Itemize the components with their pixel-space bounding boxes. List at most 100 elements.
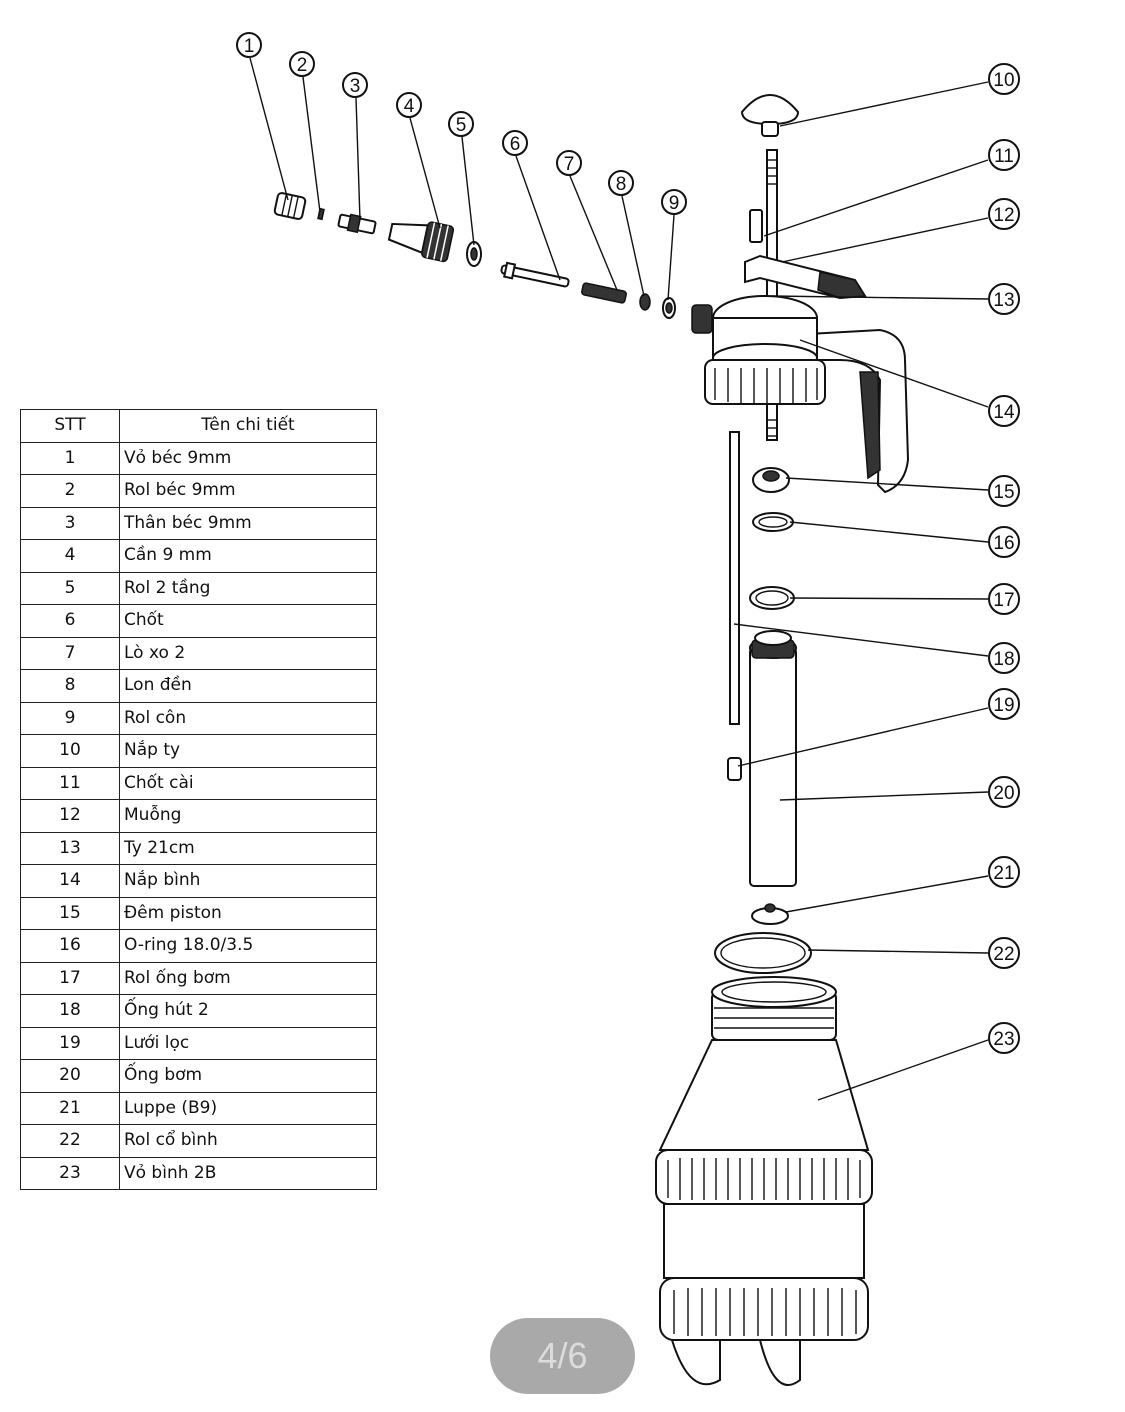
part-20-shape (749, 630, 797, 887)
part-1-shape (273, 192, 307, 220)
part-23-shape (655, 976, 873, 1386)
nozzle-parts (273, 192, 676, 319)
row-part-name: Vỏ béc 9mm (119, 441, 377, 475)
row-part-name: Rol béc 9mm (119, 474, 377, 508)
svg-text:6: 6 (510, 134, 521, 155)
callout-5: 5 (448, 111, 474, 137)
svg-text:22: 22 (993, 944, 1014, 965)
callout-8: 8 (608, 170, 634, 196)
svg-text:14: 14 (993, 402, 1015, 423)
part-2-shape (317, 207, 325, 221)
row-part-name: Rol ống bơm (119, 961, 377, 995)
row-index: 11 (20, 766, 120, 800)
row-part-name: Rol 2 tầng (119, 571, 377, 605)
callout-17: 17 (988, 583, 1020, 615)
callout-11: 11 (988, 139, 1020, 171)
pager-separator: / (557, 1335, 568, 1376)
svg-text:10: 10 (993, 70, 1014, 91)
row-part-name: Thân béc 9mm (119, 506, 377, 540)
svg-text:8: 8 (616, 174, 627, 195)
row-part-name: Ty 21cm (119, 831, 377, 865)
part-16-inner (758, 516, 788, 528)
row-index: 4 (20, 539, 120, 573)
row-part-name: Nắp ty (119, 734, 377, 768)
row-part-name: Muỗng (119, 799, 377, 833)
row-part-name: Chốt cài (119, 766, 377, 800)
row-part-name: Lon đền (119, 669, 377, 703)
row-index: 2 (20, 474, 120, 508)
callouts: 1 2 3 4 5 6 7 8 9 10 11 12 13 14 15 16 1… (236, 32, 1020, 1054)
svg-text:21: 21 (993, 863, 1014, 884)
svg-text:4: 4 (404, 96, 415, 117)
row-part-name: Lưới lọc (119, 1026, 377, 1060)
part-18-shape (729, 431, 740, 725)
callout-6: 6 (502, 130, 528, 156)
row-part-name: Đêm piston (119, 896, 377, 930)
callout-7: 7 (556, 150, 582, 176)
svg-text:13: 13 (993, 290, 1014, 311)
page-indicator: 4/6 (490, 1318, 635, 1394)
row-index: 13 (20, 831, 120, 865)
row-index: 18 (20, 994, 120, 1028)
svg-text:19: 19 (993, 695, 1014, 716)
row-index: 7 (20, 636, 120, 670)
pump-head (691, 94, 910, 494)
part-11-shape (749, 209, 763, 243)
callout-15: 15 (988, 475, 1020, 507)
part-13-shape (766, 149, 778, 441)
svg-text:11: 11 (994, 146, 1014, 167)
svg-text:3: 3 (350, 76, 361, 97)
row-index: 19 (20, 1026, 120, 1060)
callout-21: 21 (988, 856, 1020, 888)
row-part-name: Lò xo 2 (119, 636, 377, 670)
svg-text:9: 9 (669, 193, 680, 214)
part-22-inner (720, 937, 806, 969)
callout-16: 16 (988, 526, 1020, 558)
row-part-name: Luppe (B9) (119, 1091, 377, 1125)
callout-10: 10 (988, 63, 1020, 95)
row-part-name: Vỏ bình 2B (119, 1156, 377, 1190)
row-index: 22 (20, 1124, 120, 1158)
part-5-shape (466, 241, 482, 267)
pager-current: 4 (537, 1335, 558, 1376)
leader-lines (249, 57, 989, 1101)
callout-23: 23 (988, 1022, 1020, 1054)
callout-22: 22 (988, 937, 1020, 969)
row-part-name: Rol cổ bình (119, 1124, 377, 1158)
part-8-shape (639, 293, 651, 311)
row-part-name: Chốt (119, 604, 377, 638)
part-7-shape (581, 282, 627, 304)
callout-20: 20 (988, 776, 1020, 808)
callout-19: 19 (988, 688, 1020, 720)
row-index: 21 (20, 1091, 120, 1125)
row-index: 5 (20, 571, 120, 605)
piston-seals (749, 467, 795, 610)
row-index: 8 (20, 669, 120, 703)
row-part-name: Ống bơm (119, 1059, 377, 1093)
row-part-name: Cần 9 mm (119, 539, 377, 573)
part-17-inner (755, 590, 789, 606)
callout-9: 9 (661, 189, 687, 215)
row-part-name: Ống hút 2 (119, 994, 377, 1028)
svg-text:23: 23 (993, 1029, 1014, 1050)
part-6-shape (500, 261, 570, 288)
